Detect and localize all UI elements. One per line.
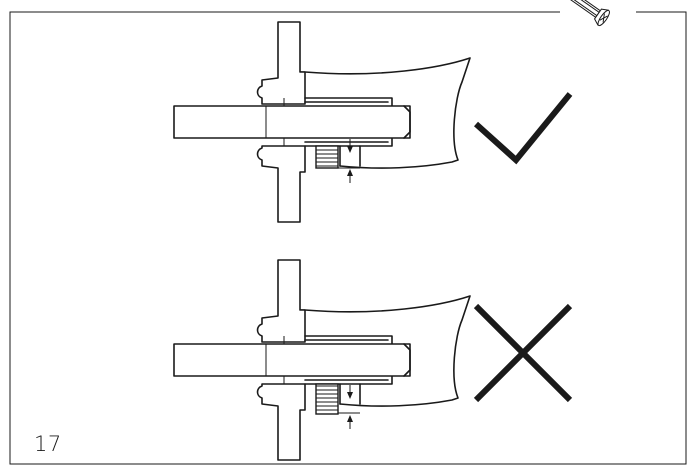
cross-icon [473, 303, 573, 403]
gap-indicator-incorrect [346, 384, 354, 430]
screw-icon [562, 0, 610, 27]
checkmark-icon [473, 92, 573, 165]
incorrect-installation-figure [173, 259, 471, 461]
screw-incorrect [315, 383, 339, 415]
page-number: 17 [34, 432, 62, 456]
correct-installation-figure [173, 21, 471, 223]
page-frame [9, 11, 687, 465]
screw-correct [315, 145, 339, 169]
